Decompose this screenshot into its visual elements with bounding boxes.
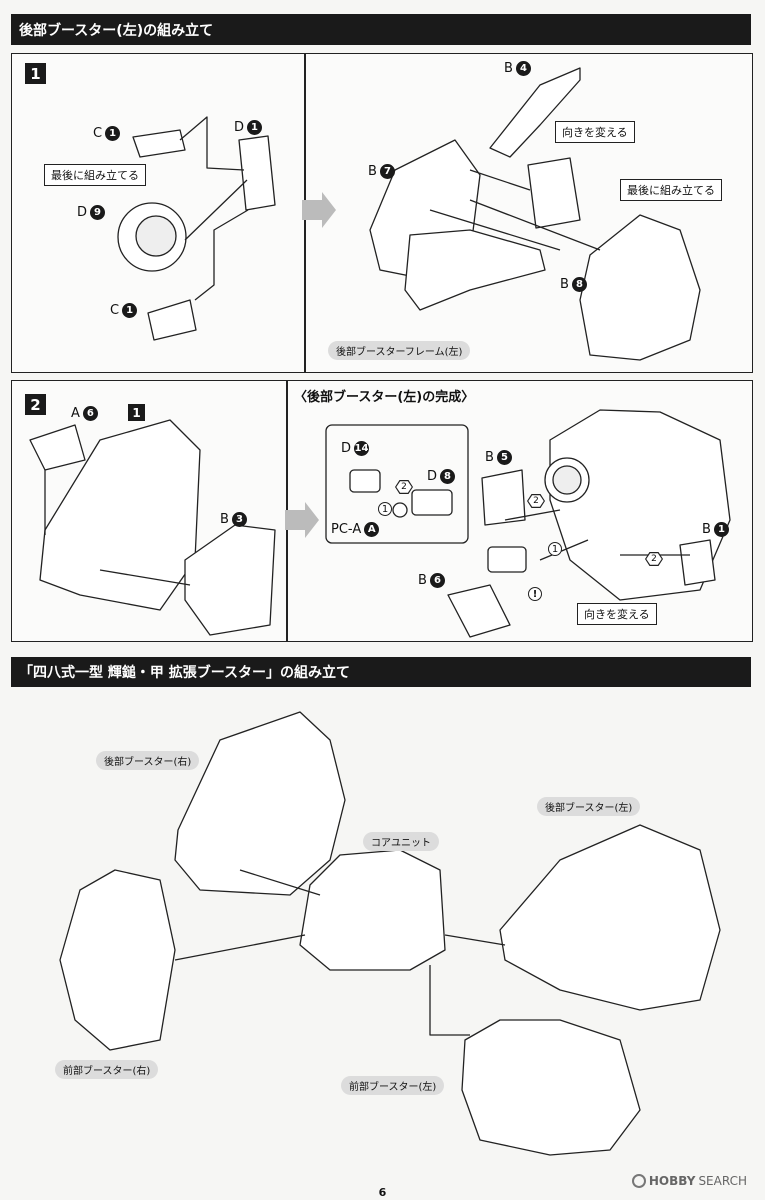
label-front-booster-left: 前部ブースター(左) [341,1076,445,1095]
detail-box [325,424,469,544]
note-assemble-last: 最後に組み立てる [44,164,146,186]
part-b3 [184,524,276,636]
part-b6 [447,584,511,638]
order-1-detail: 1 [378,502,392,516]
part-a6 [29,424,86,471]
section-title: 「四八式一型 輝鎚・甲 拡張ブースター」の組み立て [19,665,351,681]
note-assemble-last-2: 最後に組み立てる [620,179,722,201]
order-2-detail: 2 [395,480,413,494]
core-unit-art [299,849,446,971]
part-turn [527,157,581,229]
part-c1-top [132,129,186,158]
completion-title: 〈後部ブースター(左)の完成〉 [294,390,475,405]
front-booster-right-art [59,869,176,1051]
order-1-pc: 1 [548,542,562,556]
label-front-booster-right: 前部ブースター(右) [55,1060,159,1079]
front-booster-left-art [461,1019,641,1156]
part-c1-bottom [147,299,197,341]
order-2-b5: 2 [527,494,545,508]
part-pc-a [392,502,408,518]
step-number: 1 [25,63,46,84]
frame-arm [404,229,546,311]
rear-booster-right-art [174,711,346,896]
flow-arrow [302,192,336,228]
part-b8 [579,214,701,361]
part-d1-frame [238,135,276,211]
caution-icon: ! [528,587,542,601]
part-d8 [411,489,453,516]
watermark-logo-icon [631,1174,646,1188]
step-number: 2 [25,394,46,415]
order-2-b1: 2 [645,552,663,566]
section-header-expansion-booster: 「四八式一型 輝鎚・甲 拡張ブースター」の組み立て [11,657,751,687]
part-b4 [489,67,581,158]
section-title: 後部ブースター(左)の組み立て [19,22,214,39]
label-rear-booster-left: 後部ブースター(左) [537,797,641,816]
part-b5 [481,469,526,526]
note-change-direction: 向きを変える [555,121,635,143]
page-number: 6 [378,1186,387,1199]
rear-booster-left-art [499,824,721,1011]
label-core-unit: コアユニット [363,832,439,851]
part-d14 [349,469,381,493]
step-ref-1: 1 [128,404,145,421]
label-rear-booster-right: 後部ブースター(右) [96,751,200,770]
note-change-direction-2: 向きを変える [577,603,657,625]
part-b1 [679,539,716,586]
frame-caption: 後部ブースターフレーム(左) [328,341,471,360]
part-pc-detail [487,546,527,573]
section-header-rear-booster-left: 後部ブースター(左)の組み立て [11,14,751,45]
